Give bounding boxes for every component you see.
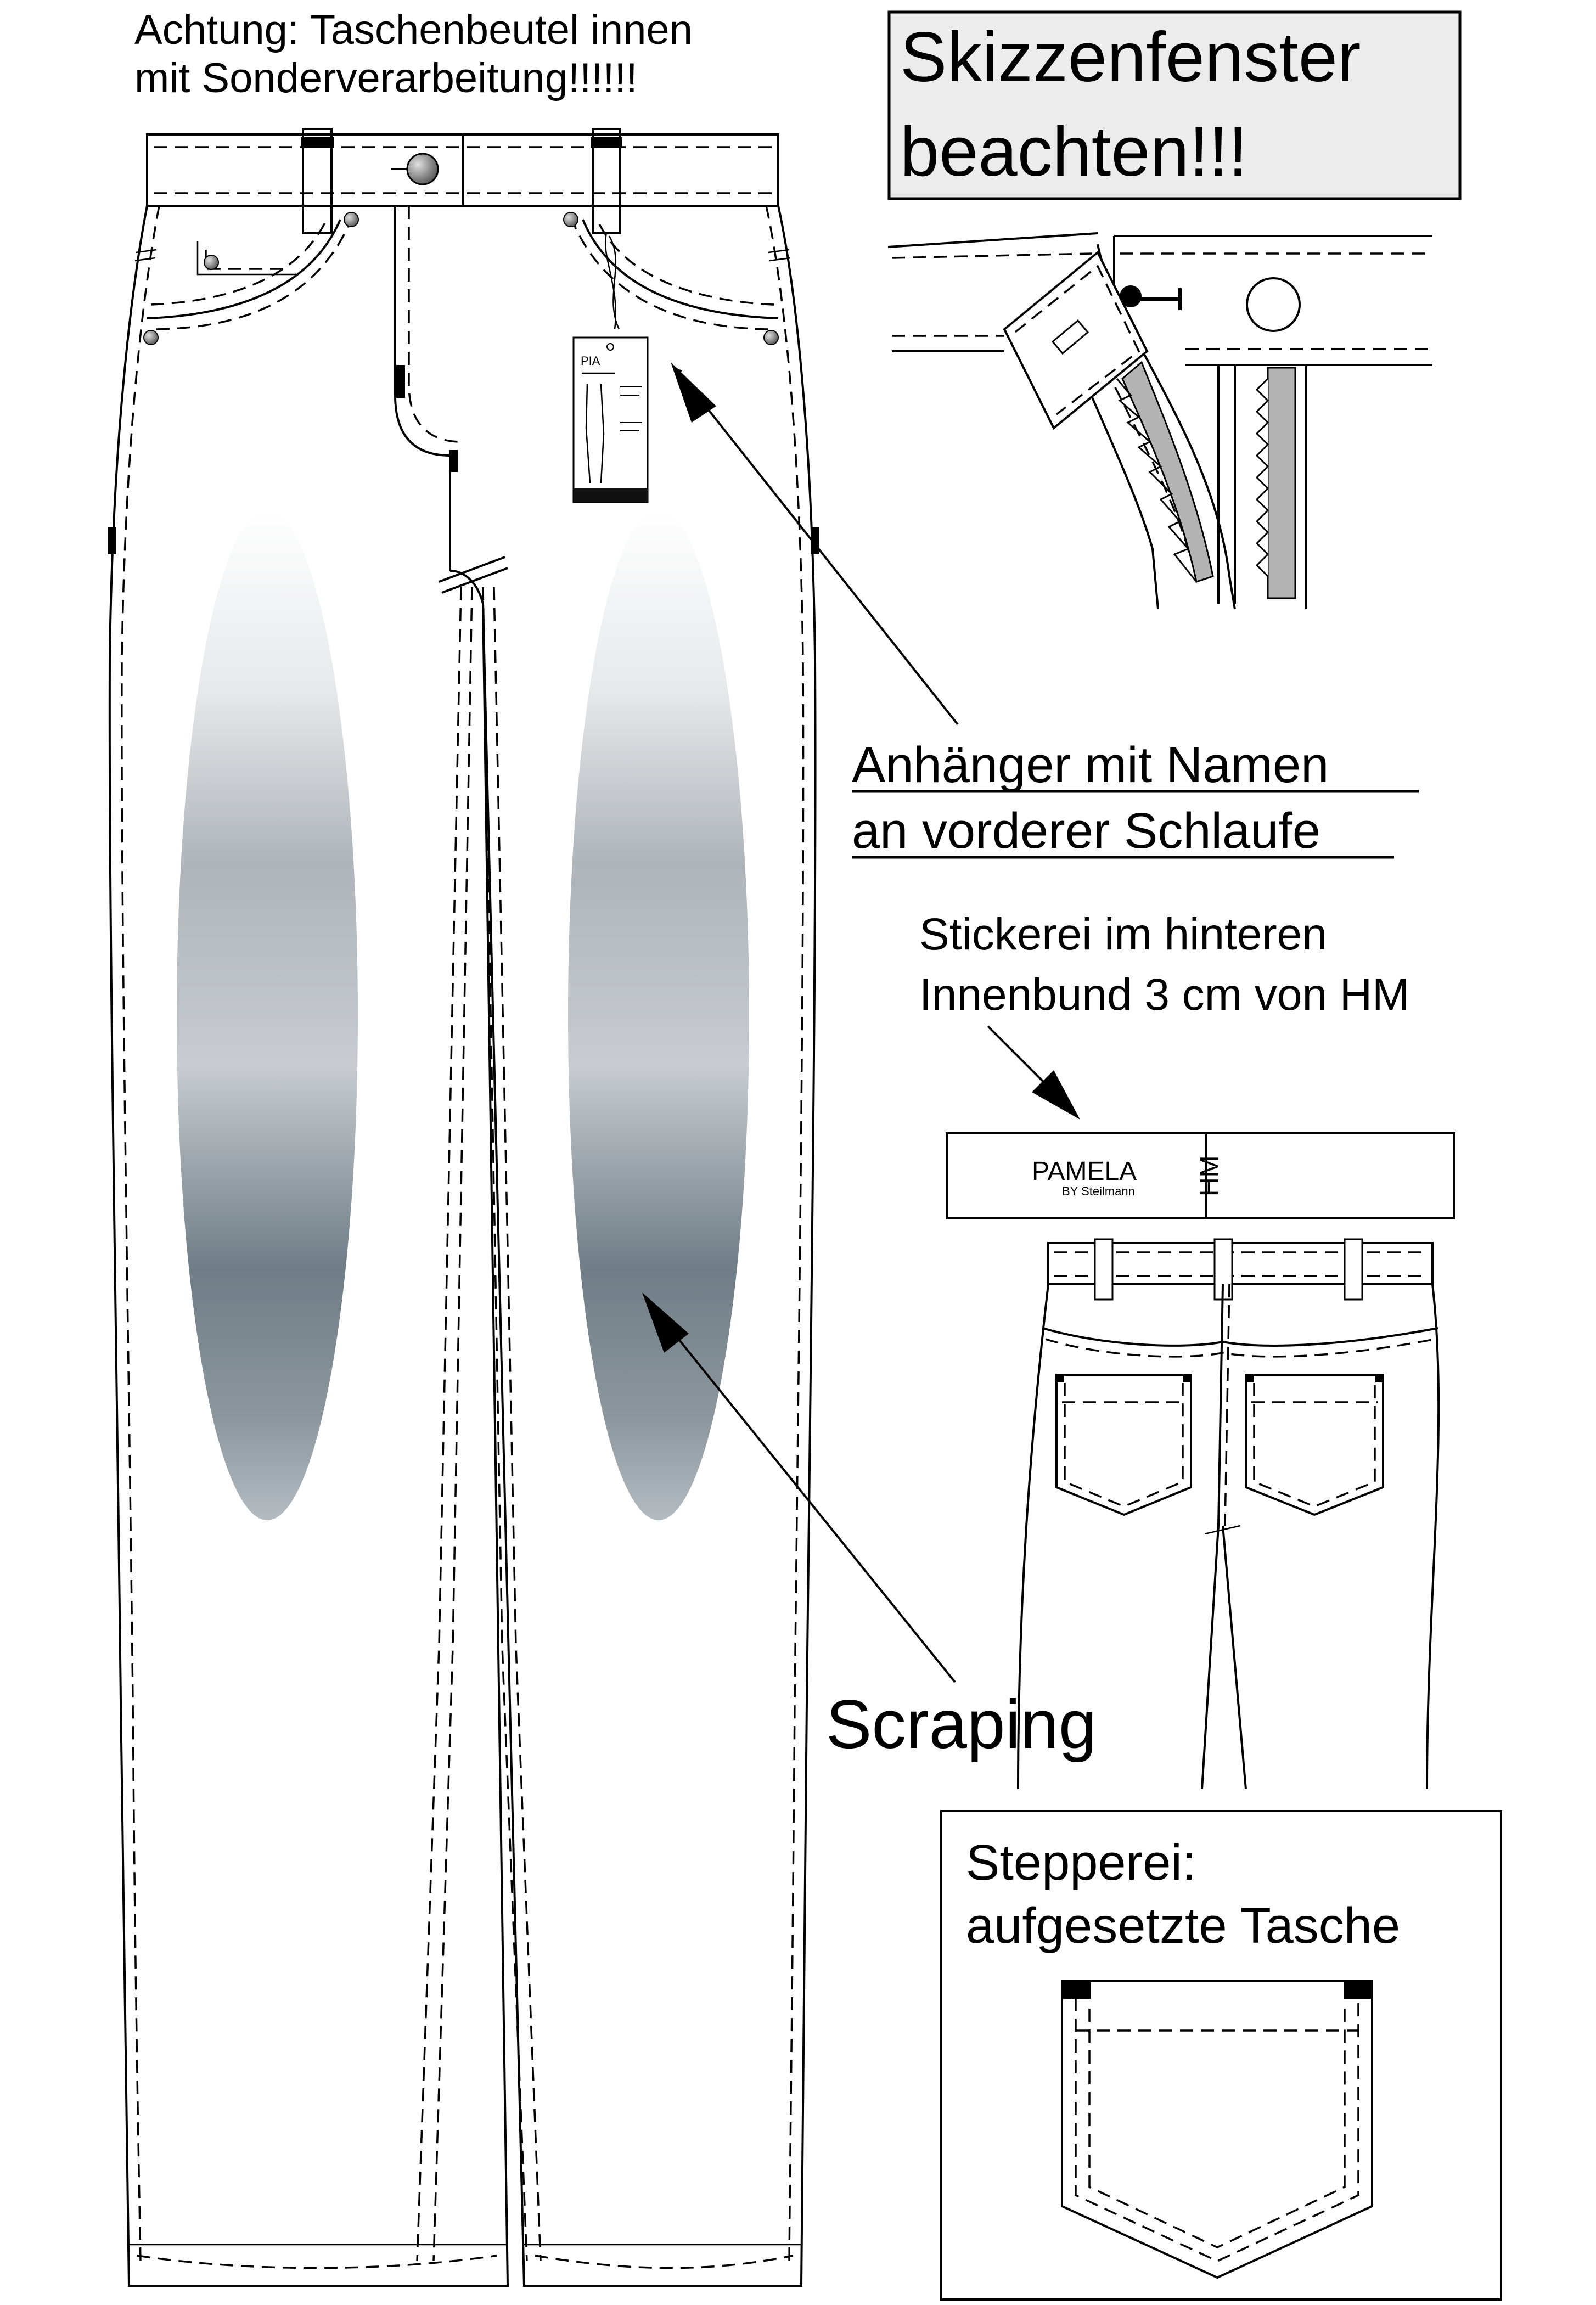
hangtag-brand: PIA	[581, 354, 600, 368]
stitching-note-line1: Stepperei:	[966, 1835, 1196, 1891]
embroidery-note-line1: Stickerei im hinteren	[919, 909, 1327, 959]
stitching-note-line2: aufgesetzte Tasche	[966, 1898, 1400, 1954]
embroidery-note: Stickerei im hinteren Innenbund 3 cm von…	[919, 909, 1409, 1120]
hangtag-arrow	[674, 367, 959, 726]
label-brand: PAMELA	[1032, 1157, 1137, 1186]
pocket-bag-warning-line2: mit Sonderverarbeitung!!!!!!	[134, 55, 638, 102]
hangtag-note-line2: an vorderer Schlaufe	[852, 803, 1320, 859]
sketch-window-line1: Skizzenfenster	[900, 18, 1361, 97]
scraping-zone-right	[568, 510, 749, 1520]
jeans-back-view	[1017, 1238, 1440, 1790]
scraping-zone-left	[177, 510, 358, 1520]
inner-waistband-label: PAMELA BY Steilmann HM	[946, 1132, 1455, 1219]
scraping-label: Scraping	[826, 1686, 1097, 1763]
sketch-window-note: Skizzenfenster beachten!!!	[887, 10, 1462, 200]
hangtag-note-line1: Anhänger mit Namen	[852, 737, 1329, 793]
sketch-window-line2: beachten!!!	[900, 113, 1247, 191]
scraping-note: Scraping	[642, 1292, 1097, 1763]
waist-button	[406, 153, 439, 185]
name-hangtag: PIA	[572, 233, 649, 503]
belt-loop-left	[302, 128, 333, 234]
embroidery-note-line2: Innenbund 3 cm von HM	[919, 970, 1409, 1020]
zipper-detail	[887, 232, 1432, 610]
patch-pocket	[1061, 1980, 1373, 2279]
hangtag-note: Anhänger mit Namen an vorderer Schlaufe	[671, 362, 1419, 859]
jeans-front-view: PIA	[108, 128, 819, 2287]
label-brand-sub: BY Steilmann	[1062, 1184, 1135, 1198]
label-hm-marker: HM	[1195, 1155, 1224, 1196]
pocket-bag-warning-line1: Achtung: Taschenbeutel innen	[134, 7, 693, 53]
stitching-detail-box: Stepperei: aufgesetzte Tasche	[940, 1810, 1502, 2301]
